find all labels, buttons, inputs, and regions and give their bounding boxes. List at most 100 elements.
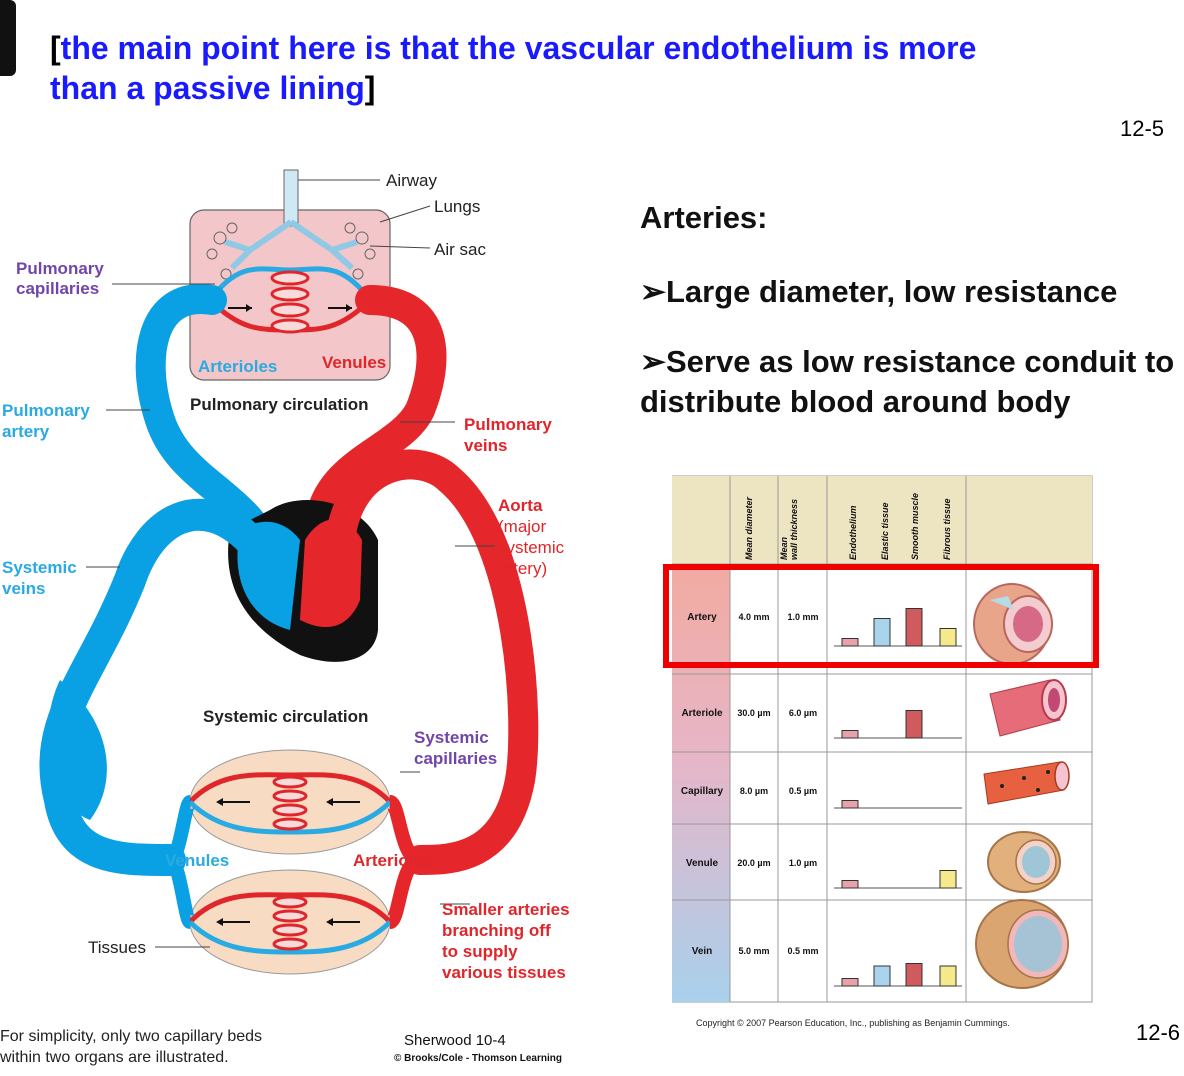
tissue-bar: [939, 628, 957, 647]
row-wall-thickness: 0.5 mm: [787, 946, 818, 956]
systemic-capillary-bed-lower: [188, 869, 392, 975]
table-rows: Artery 4.0 mm 1.0 mm Arteriole 30.0 µm 6.0 µm…: [681, 608, 962, 987]
tissue-bar: [873, 618, 891, 647]
row-vessel-name: Capillary: [681, 786, 724, 797]
systemic-capillary-bed-upper: [188, 749, 392, 855]
label-systemic-capillaries-line1: Systemic: [414, 728, 489, 747]
circulation-diagram: Airway Lungs Air sac Pulmonary capillari…: [2, 169, 570, 982]
label-pulmonary-artery-line1: Pulmonary: [2, 401, 90, 420]
tissue-bar: [841, 800, 859, 809]
arteriole-illustration: [989, 679, 1067, 737]
table-row: Artery 4.0 mm 1.0 mm: [687, 608, 962, 647]
table-name-column-bg: [672, 564, 730, 1002]
tissue-bar: [841, 978, 859, 987]
heading-text: the main point here is that the vascular…: [50, 30, 977, 106]
leader-lines: [86, 179, 495, 948]
label-pulmonary-circulation: Pulmonary circulation: [190, 395, 369, 414]
bullet-item-2: ➢Serve as low resistance conduit to dist…: [640, 344, 1175, 419]
tissue-bar: [905, 710, 923, 739]
air-sacs: [206, 222, 376, 280]
label-smaller-arteries-line1: Smaller arteries: [442, 900, 570, 919]
venule-branches: [166, 795, 197, 929]
label-pulmonary-capillaries-line2: capillaries: [16, 279, 99, 298]
label-lungs: Lungs: [434, 197, 480, 216]
page-number-bottom: 12-6: [1136, 1020, 1181, 1045]
label-smaller-arteries-line4: various tissues: [442, 963, 566, 982]
label-pulmonary-capillaries-line1: Pulmonary: [16, 259, 104, 278]
label-smaller-arteries-line2: branching off: [442, 921, 551, 940]
label-venules-top: Venules: [322, 353, 386, 372]
column-header: Mean diameter: [744, 496, 754, 560]
systemic-veins-vessel: [39, 498, 266, 876]
column-header: Fibrous tissue: [942, 498, 952, 560]
bullet-item-1: ➢Large diameter, low resistance: [640, 274, 1118, 309]
diagram-source-copyright: © Brooks/Cole - Thomson Learning: [394, 1053, 562, 1064]
row-mean-diameter: 5.0 mm: [738, 946, 769, 956]
artery-row-highlight: [663, 564, 1099, 668]
label-pulmonary-veins-line1: Pulmonary: [464, 415, 552, 434]
label-systemic-capillaries-line2: capillaries: [414, 749, 497, 768]
label-airway: Airway: [386, 171, 438, 190]
bullets-title: Arteries:: [640, 200, 768, 235]
artery-illustration: [973, 583, 1053, 665]
tissue-bar: [905, 608, 923, 647]
label-aorta: Aorta: [498, 496, 543, 515]
arteries-bullets: Arteries: ➢Large diameter, low resistanc…: [640, 200, 1180, 452]
row-vessel-name: Artery: [687, 612, 717, 623]
column-header: Elastic tissue: [880, 502, 890, 560]
row-wall-thickness: 0.5 µm: [789, 786, 817, 796]
label-systemic-circulation: Systemic circulation: [203, 707, 368, 726]
bronchial-tree: [224, 219, 358, 271]
table-row: Venule 20.0 µm 1.0 µm: [686, 858, 962, 889]
tissue-bar: [939, 870, 957, 889]
label-pulmonary-artery-line2: artery: [2, 422, 50, 441]
tissue-bar: [841, 638, 859, 647]
row-wall-thickness: 1.0 µm: [789, 858, 817, 868]
column-header: wall thickness: [789, 499, 799, 560]
label-systemic-veins-line2: veins: [2, 579, 45, 598]
label-aorta-line2: (major: [498, 517, 547, 536]
caption-line2: within two organs are illustrated.: [0, 1049, 229, 1066]
pulmonary-capillary-bed: [208, 266, 372, 334]
pulmonary-artery-vessel: [135, 284, 285, 565]
diagram-caption: For simplicity, only two capillary beds …: [0, 1026, 262, 1068]
tissue-bar: [873, 965, 891, 987]
label-venules-bottom: Venules: [165, 851, 229, 870]
column-header: Mean: [779, 536, 789, 560]
row-mean-diameter: 20.0 µm: [737, 858, 770, 868]
airway-tube: [283, 169, 299, 227]
label-arterioles-top: Arterioles: [198, 357, 277, 376]
page-number-top: 12-5: [1120, 116, 1165, 141]
close-bracket: ]: [364, 70, 376, 106]
row-wall-thickness: 1.0 mm: [787, 612, 818, 622]
table-row: Arteriole 30.0 µm 6.0 µm: [681, 708, 962, 739]
table-header-bg: [672, 476, 1092, 564]
tissue-bar: [939, 965, 957, 987]
table-row: Vein 5.0 mm 0.5 mm: [692, 946, 962, 987]
label-arterioles-bottom: Arterioles: [353, 851, 432, 870]
row-vessel-name: Venule: [686, 858, 719, 869]
label-tissues: Tissues: [88, 938, 146, 957]
label-aorta-line4: artery): [498, 559, 547, 578]
row-mean-diameter: 8.0 µm: [740, 786, 768, 796]
row-vessel-name: Vein: [692, 946, 713, 957]
pulmonary-veins-vessel: [305, 285, 447, 535]
label-smaller-arteries-line3: to supply: [442, 942, 518, 961]
row-mean-diameter: 30.0 µm: [737, 708, 770, 718]
label-systemic-veins-line1: Systemic: [2, 558, 77, 577]
row-vessel-name: Arteriole: [681, 708, 723, 719]
systemic-vein-reservoir: [47, 680, 107, 820]
tissue-bar: [841, 880, 859, 889]
row-mean-diameter: 4.0 mm: [738, 612, 769, 622]
open-bracket: [: [50, 30, 61, 66]
tissue-bar: [841, 730, 859, 739]
arteriole-branches: [386, 795, 423, 929]
label-aorta-line3: systemic: [498, 538, 565, 557]
aorta-vessel: [325, 449, 539, 875]
row-wall-thickness: 6.0 µm: [789, 708, 817, 718]
capillary-illustration: [983, 761, 1070, 805]
vein-illustration: [975, 899, 1069, 989]
tissue-bar: [905, 963, 923, 987]
